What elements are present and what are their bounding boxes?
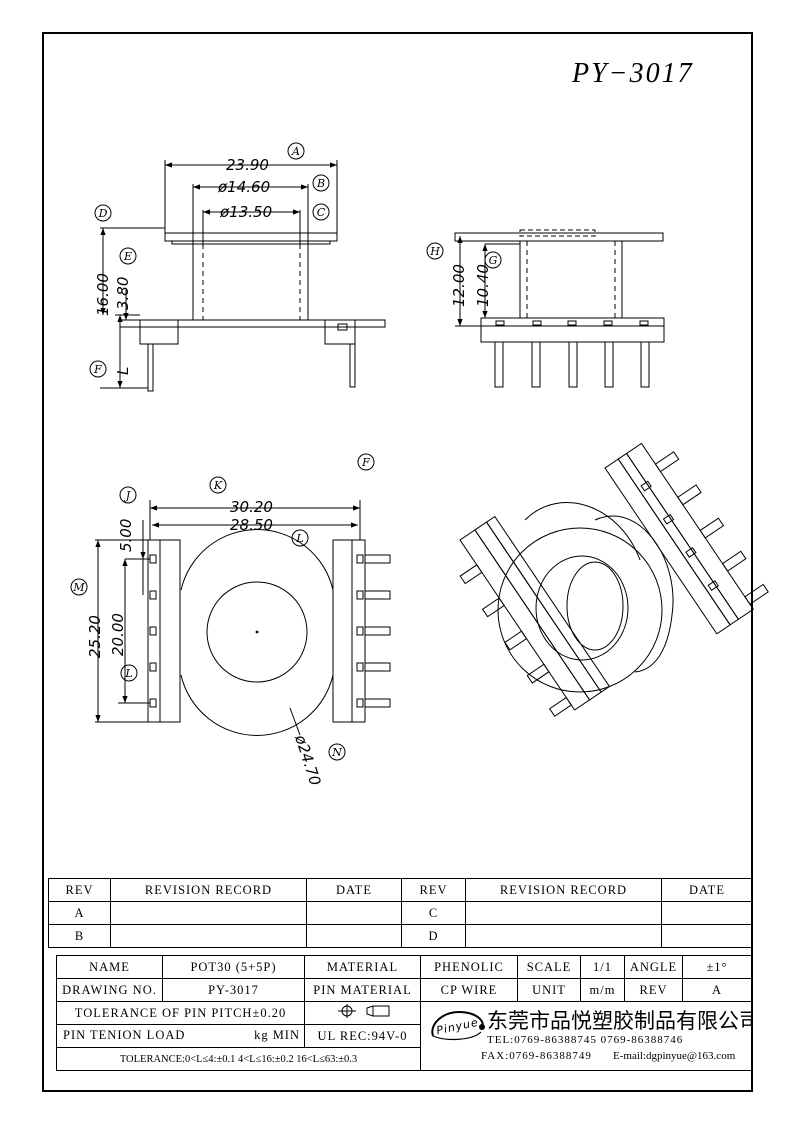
ul-rec: UL REC:94V-0 bbox=[304, 1024, 421, 1048]
unit-label: UNIT bbox=[517, 978, 581, 1002]
drawing-no-label: DRAWING NO. bbox=[56, 978, 163, 1002]
unit-value: m/m bbox=[580, 978, 625, 1002]
dim-30-20: 30.20 bbox=[230, 498, 273, 516]
dim-24-70: ø24.70 bbox=[291, 732, 325, 788]
name-value: POT30 (5+5P) bbox=[162, 955, 305, 979]
callout-c: C bbox=[317, 206, 326, 219]
callout-circles bbox=[70, 142, 502, 761]
title-block: NAME POT30 (5+5P) MATERIAL PHENOLIC SCAL… bbox=[56, 955, 752, 1071]
callout-g: G bbox=[489, 254, 498, 267]
callout-n: N bbox=[331, 746, 342, 759]
pin-tension-label: PIN TENION LOAD bbox=[63, 1028, 186, 1042]
front-view bbox=[100, 160, 386, 392]
date-header-2: DATE bbox=[661, 878, 753, 902]
date-cell bbox=[661, 924, 753, 948]
callout-b: B bbox=[316, 177, 325, 190]
company-logo-icon bbox=[431, 1010, 485, 1041]
callout-h: H bbox=[429, 245, 440, 258]
record-cell bbox=[110, 924, 307, 948]
table-row: B D bbox=[48, 924, 753, 948]
material-label: MATERIAL bbox=[304, 955, 421, 979]
bottom-view bbox=[95, 500, 391, 736]
revision-record-header: REVISION RECORD bbox=[110, 878, 307, 902]
dim-28-50: 28.50 bbox=[230, 516, 273, 534]
name-label: NAME bbox=[56, 955, 163, 979]
dim-l: L bbox=[114, 367, 132, 375]
dim-23-90: 23.90 bbox=[226, 156, 269, 174]
pin-material-label: PIN MATERIAL bbox=[304, 978, 421, 1002]
dim-13-50: ø13.50 bbox=[219, 203, 272, 221]
callout-j: J bbox=[124, 489, 131, 502]
revision-record-header-2: REVISION RECORD bbox=[465, 878, 662, 902]
table-row: A C bbox=[48, 901, 753, 925]
record-cell bbox=[465, 901, 662, 925]
company-fax: FAX:0769-86388749 bbox=[481, 1050, 592, 1062]
rev-value: A bbox=[682, 978, 752, 1002]
revision-table: REV REVISION RECORD DATE REV REVISION RE… bbox=[48, 878, 753, 948]
rev-label: REV bbox=[624, 978, 683, 1002]
callout-f: F bbox=[93, 363, 102, 376]
callout-m: M bbox=[72, 581, 85, 594]
date-cell bbox=[661, 901, 753, 925]
isometric-view bbox=[459, 442, 769, 717]
dim-10-40: 10.40 bbox=[474, 264, 492, 307]
pin-material-value: CP WIRE bbox=[420, 978, 518, 1002]
part-number: PY−3017 bbox=[572, 58, 694, 89]
angle-label: ANGLE bbox=[624, 955, 683, 979]
rev-cell: C bbox=[401, 901, 466, 925]
rev-cell: A bbox=[48, 901, 111, 925]
callout-f-2: F bbox=[361, 456, 370, 469]
drawing-frame bbox=[42, 32, 753, 1092]
dim-5-00: 5.00 bbox=[117, 519, 135, 552]
company-tel: TEL:0769-86388745 0769-86388746 bbox=[487, 1034, 684, 1046]
drawing-no-value: PY-3017 bbox=[162, 978, 305, 1002]
callout-a: A bbox=[291, 145, 300, 158]
company-name: 东莞市品悦塑胶制品有限公司 bbox=[487, 1009, 752, 1033]
company-email: E-mail:dgpinyue@163.com bbox=[613, 1050, 736, 1062]
rev-header-2: REV bbox=[401, 878, 466, 902]
pin-tension-unit: kg MIN bbox=[254, 1028, 300, 1042]
tolerance-pitch: TOLERANCE OF PIN PITCH±0.20 bbox=[56, 1001, 305, 1025]
callout-i: L bbox=[295, 532, 303, 545]
rev-cell: D bbox=[401, 924, 466, 948]
callout-e: E bbox=[123, 250, 132, 263]
dim-20-00: 20.00 bbox=[109, 613, 127, 656]
date-header: DATE bbox=[306, 878, 402, 902]
side-view bbox=[454, 229, 665, 388]
scale-label: SCALE bbox=[517, 955, 581, 979]
date-cell bbox=[306, 924, 402, 948]
material-value: PHENOLIC bbox=[420, 955, 518, 979]
record-cell bbox=[110, 901, 307, 925]
company-block: Pinyue 东莞市品悦塑胶制品有限公司 TEL:0769-86388745 0… bbox=[420, 1001, 752, 1071]
position-tolerance-icon bbox=[337, 1004, 389, 1018]
dim-14-60: ø14.60 bbox=[217, 178, 270, 196]
callout-k: K bbox=[213, 479, 223, 492]
dim-25-20: 25.20 bbox=[86, 615, 104, 658]
rev-cell: B bbox=[48, 924, 111, 948]
pin-tension-cell: PIN TENION LOAD kg MIN bbox=[56, 1024, 305, 1048]
callout-l: L bbox=[124, 667, 132, 680]
tolerance-line: TOLERANCE:0<L≤4:±0.1 4<L≤16:±0.2 16<L≤63… bbox=[56, 1047, 421, 1071]
scale-value: 1/1 bbox=[580, 955, 625, 979]
rev-header: REV bbox=[48, 878, 111, 902]
dim-16-00: 16.00 bbox=[94, 273, 112, 316]
date-cell bbox=[306, 901, 402, 925]
callout-d: D bbox=[98, 207, 108, 220]
angle-value: ±1° bbox=[682, 955, 752, 979]
dim-12-00: 12.00 bbox=[450, 264, 468, 307]
record-cell bbox=[465, 924, 662, 948]
dim-3-80: 3.80 bbox=[114, 277, 132, 310]
position-symbol bbox=[304, 1001, 421, 1025]
